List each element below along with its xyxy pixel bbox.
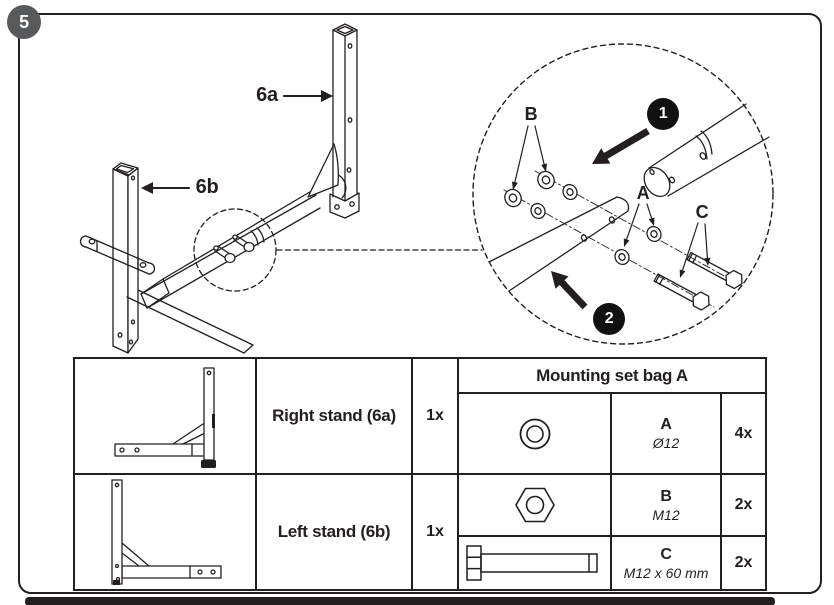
item-b-id: B (660, 487, 672, 505)
label-c: C (695, 202, 709, 222)
right-stand-qty: 1x (411, 357, 459, 475)
callout-1-badge-circle (647, 98, 679, 130)
item-b-cell: B M12 (610, 473, 722, 537)
right-stand-thumbnail (114, 367, 216, 468)
stand-tube-end (488, 196, 630, 292)
table-row: A Ø12 4x (74, 392, 768, 475)
cross-tube-end (643, 103, 770, 198)
washer-icon-cell (457, 392, 612, 475)
table-row: Left stand (6b) 1x B M12 2x (73, 473, 768, 591)
thick-arrow-2-icon (551, 271, 588, 310)
callout-2-badge-circle (593, 303, 625, 335)
item-c-id: C (660, 545, 672, 563)
washer-icon (519, 418, 550, 449)
hex-bolt-icon (465, 545, 598, 581)
nut-b-parts (504, 170, 555, 208)
step-number: 5 (19, 12, 29, 32)
right-stand-name: Right stand (6a) (255, 357, 413, 475)
left-stand-qty: 1x (411, 473, 459, 591)
label-6a: 6a (256, 84, 278, 106)
item-c-cell: C M12 x 60 mm (610, 535, 722, 591)
bolt-c-parts (653, 251, 743, 311)
callout-1-number: 1 (658, 105, 668, 122)
item-b-qty: 2x (719, 473, 768, 537)
item-a-id: A (660, 416, 672, 433)
hardware-label-arrows (512, 125, 711, 278)
mounting-set-header: Mounting set bag A (456, 357, 768, 394)
label-a: A (636, 183, 650, 203)
left-stand-image-cell (73, 473, 257, 591)
table-row: C M12 x 60 mm 2x (74, 535, 768, 591)
bolt-icon-cell (457, 535, 612, 591)
next-frame-edge (25, 597, 775, 605)
hex-nut-icon (514, 487, 555, 523)
thick-arrow-1-icon (592, 128, 650, 164)
item-b-spec: M12 (652, 506, 680, 523)
step-badge-circle (7, 5, 41, 39)
washer-a-parts (530, 183, 662, 266)
parts-table: Right stand (6a) 1x Mounting set bag A A… (73, 357, 768, 591)
left-stand-thumbnail (111, 479, 222, 585)
label-b: B (524, 104, 538, 124)
item-a-qty: 4x (719, 392, 768, 475)
item-c-spec: M12 x 60 mm (623, 564, 709, 581)
zoom-reference-circle (193, 208, 277, 292)
left-stand-name: Left stand (6b) (255, 473, 413, 591)
nut-icon-cell (457, 473, 612, 537)
page-frame (18, 13, 822, 594)
part-label-arrows (141, 90, 333, 194)
detail-callout-circle (472, 43, 774, 345)
table-row: Right stand (6a) 1x Mounting set bag A (73, 357, 768, 475)
exploded-hardware-view (488, 98, 770, 335)
item-a-spec: Ø12 (652, 435, 680, 451)
stands-drawing (79, 23, 360, 354)
right-stand-image-cell (73, 357, 257, 475)
callout-2-number: 2 (604, 310, 614, 327)
item-c-qty: 2x (719, 535, 768, 591)
label-6b: 6b (195, 176, 219, 198)
item-a-cell: A Ø12 (610, 392, 722, 475)
